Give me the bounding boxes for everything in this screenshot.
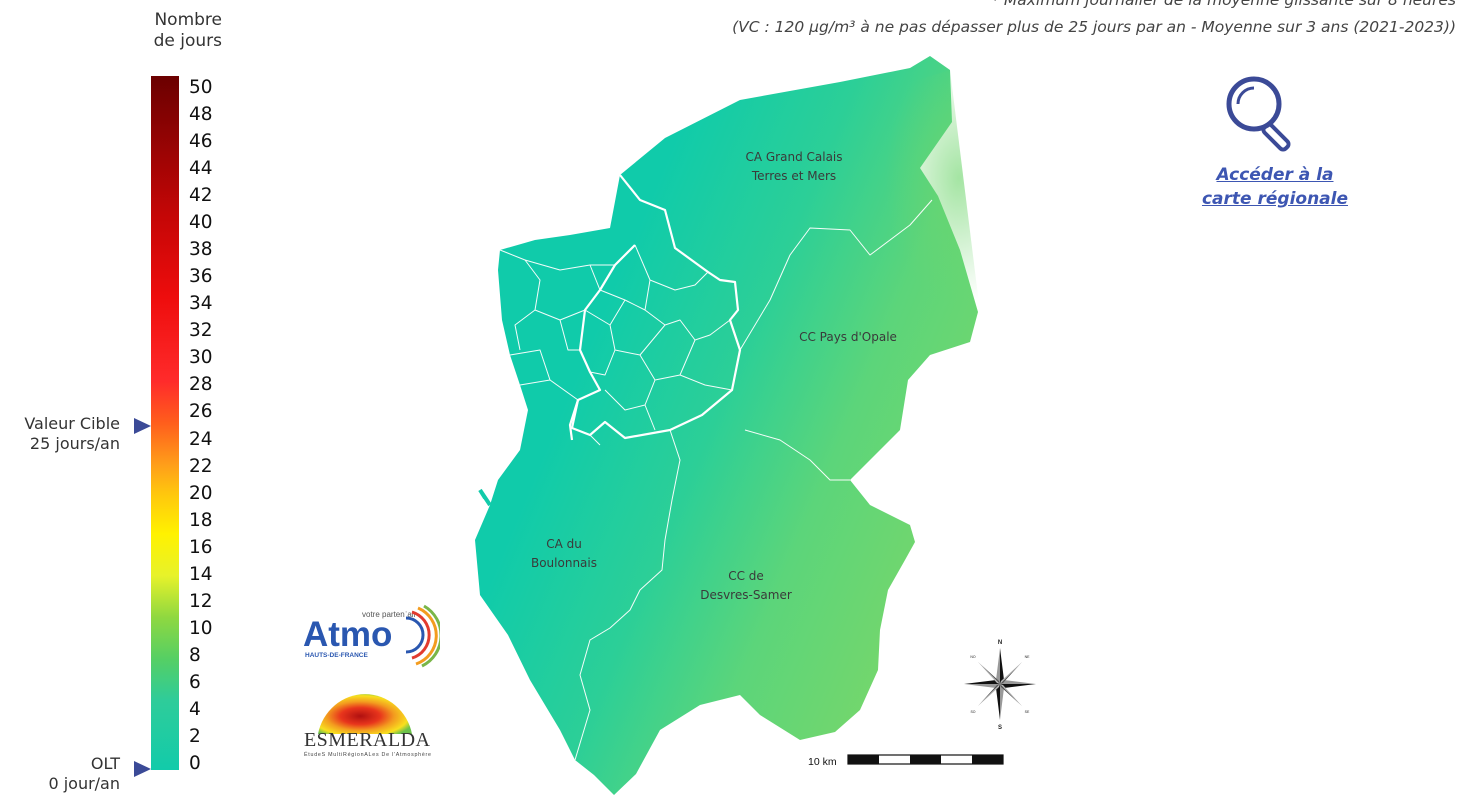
legend-tick-4: 4 xyxy=(189,700,201,720)
legend-tick-40: 40 xyxy=(189,213,213,233)
legend-tick-24: 24 xyxy=(189,430,213,450)
olt-marker-icon xyxy=(134,761,151,777)
legend-tick-36: 36 xyxy=(189,267,213,287)
legend-title: Nombre de jours xyxy=(118,10,222,52)
olt-label: OLT 0 jour/an xyxy=(0,754,120,794)
legend-tick-16: 16 xyxy=(189,538,213,558)
legend-tick-12: 12 xyxy=(189,592,213,612)
region-label-pays-opale: CC Pays d'Opale xyxy=(768,328,928,347)
esmeralda-logo: ESMERALDA ÉtudeS MultiRégionALes De l'At… xyxy=(300,676,435,758)
compass-rose-icon: N S E O NE NO SE SO xyxy=(960,636,1040,732)
header-note-line2: (VC : 120 µg/m³ à ne pas dépasser plus d… xyxy=(456,18,1456,36)
scale-bar-label: 10 km xyxy=(808,756,837,768)
legend-tick-22: 22 xyxy=(189,457,213,477)
legend-tick-44: 44 xyxy=(189,159,213,179)
region-label-grand-calais: CA Grand Calais Terres et Mers xyxy=(714,148,874,186)
legend-tick-38: 38 xyxy=(189,240,213,260)
legend-tick-10: 10 xyxy=(189,619,213,639)
compass-se: SE xyxy=(1025,710,1030,714)
compass-s: S xyxy=(998,725,1002,731)
regional-map-link-line2[interactable]: carte régionale xyxy=(1180,187,1370,211)
region-label-grand-calais-line2: Terres et Mers xyxy=(714,167,874,186)
compass-n: N xyxy=(998,640,1002,646)
region-label-grand-calais-line1: CA Grand Calais xyxy=(714,148,874,167)
legend-tick-50: 50 xyxy=(189,78,213,98)
region-label-desvres-samer-line2: Desvres-Samer xyxy=(666,586,826,605)
target-value-label-line1: Valeur Cible xyxy=(0,414,120,434)
region-label-boulonnais-line1: CA du xyxy=(484,535,644,554)
legend-tick-2: 2 xyxy=(189,727,201,747)
legend-tick-30: 30 xyxy=(189,348,213,368)
target-value-marker-icon xyxy=(134,418,151,434)
olt-label-line1: OLT xyxy=(0,754,120,774)
region-label-desvres-samer: CC de Desvres-Samer xyxy=(666,567,826,605)
legend-tick-8: 8 xyxy=(189,646,201,666)
target-value-label: Valeur Cible 25 jours/an xyxy=(0,414,120,454)
legend-tick-18: 18 xyxy=(189,511,213,531)
compass-nw: NO xyxy=(970,655,976,659)
legend-tick-28: 28 xyxy=(189,375,213,395)
scale-bar: 10 km xyxy=(808,750,1008,772)
esmeralda-name: ESMERALDA xyxy=(304,729,431,751)
compass-ne: NE xyxy=(1025,655,1031,659)
region-label-desvres-samer-line1: CC de xyxy=(666,567,826,586)
legend-tick-14: 14 xyxy=(189,565,213,585)
region-label-boulonnais: CA du Boulonnais xyxy=(484,535,644,573)
magnifier-icon[interactable] xyxy=(1222,74,1302,154)
regional-map-link[interactable]: Accéder à la carte régionale xyxy=(1180,163,1370,211)
legend-color-bar xyxy=(151,76,179,770)
region-label-boulonnais-line2: Boulonnais xyxy=(484,554,644,573)
esmeralda-subtitle: ÉtudeS MultiRégionALes De l'Atmosphère xyxy=(304,751,431,758)
atmo-logo: votre partenˈair Atmo HAUTS-DE-FRANCE xyxy=(300,600,440,670)
legend-tick-34: 34 xyxy=(189,294,213,314)
atmo-name: Atmo xyxy=(303,615,392,654)
olt-label-line2: 0 jour/an xyxy=(0,774,120,794)
legend-tick-48: 48 xyxy=(189,105,213,125)
atmo-region: HAUTS-DE-FRANCE xyxy=(305,652,368,659)
legend-tick-6: 6 xyxy=(189,673,201,693)
legend-tick-26: 26 xyxy=(189,402,213,422)
legend-title-line2: de jours xyxy=(118,31,222,52)
regional-map-link-line1[interactable]: Accéder à la xyxy=(1180,163,1370,187)
legend-tick-20: 20 xyxy=(189,484,213,504)
header-note-line1: * Maximum journalier de la moyenne gliss… xyxy=(456,0,1456,9)
legend-tick-46: 46 xyxy=(189,132,213,152)
legend-tick-0: 0 xyxy=(189,754,201,774)
compass-sw: SO xyxy=(970,710,975,714)
target-value-label-line2: 25 jours/an xyxy=(0,434,120,454)
legend-tick-32: 32 xyxy=(189,321,213,341)
legend-title-line1: Nombre xyxy=(118,10,222,31)
region-label-pays-opale-line1: CC Pays d'Opale xyxy=(768,328,928,347)
legend-tick-42: 42 xyxy=(189,186,213,206)
